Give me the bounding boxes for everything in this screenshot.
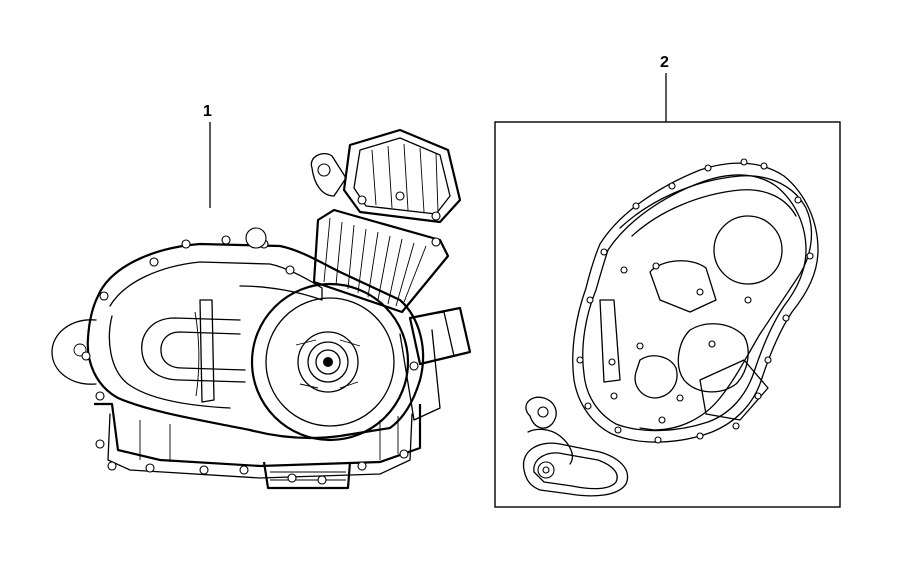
engine-illustration[interactable] — [51, 128, 472, 490]
callout-1[interactable]: 1 — [203, 103, 212, 208]
callout-1-label: 1 — [203, 103, 212, 120]
gasket-kit-box[interactable] — [494, 121, 841, 508]
gasket-kit-frame — [494, 121, 841, 508]
callout-2-label: 2 — [660, 54, 669, 71]
callout-2[interactable]: 2 — [660, 54, 669, 122]
gasket-kit-illustration — [522, 158, 819, 497]
